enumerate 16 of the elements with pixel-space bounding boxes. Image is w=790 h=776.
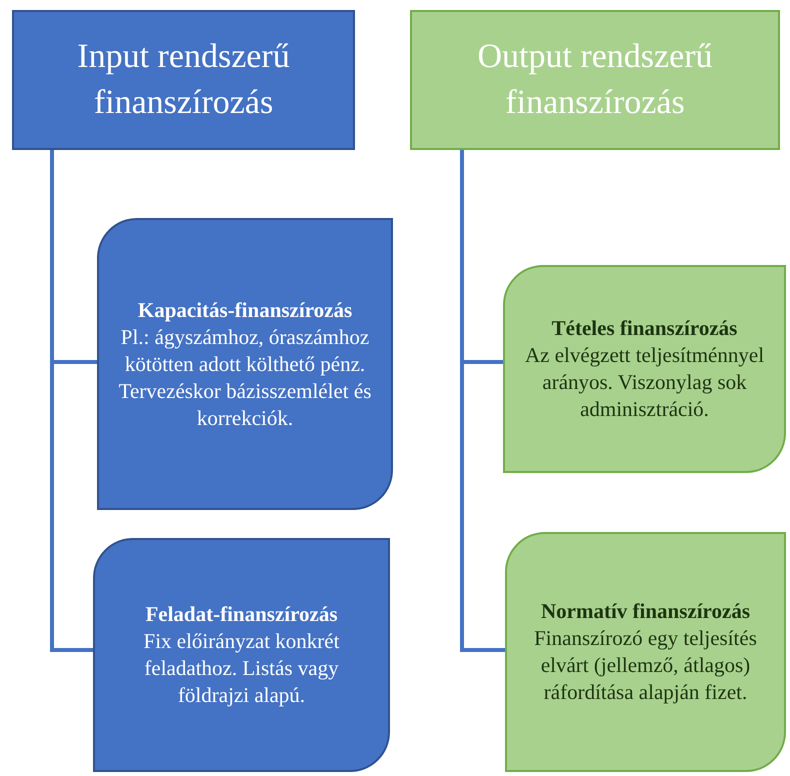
box-description: Pl.: ágyszámhoz, óraszámhoz kötötten adott költhető pénz. Tervezéskor bázisszemlélet és korrekciók. [118, 324, 372, 432]
header-box [12, 10, 355, 150]
box-title: Kapacitás-finanszírozás [138, 296, 352, 324]
box-description: Finanszírozó egy teljesítés elvárt (jellemző, átlagos) ráfordítása alapján fizet. [533, 625, 758, 706]
box-title: Normatív finanszírozás [540, 598, 750, 625]
content-box [97, 218, 393, 510]
header-title: Input rendszerű finanszírozás [76, 37, 291, 123]
header-box [410, 10, 780, 150]
box-title: Feladat-finanszírozás [145, 601, 338, 628]
content-box [93, 538, 390, 772]
box-title: Tételes finanszírozás [552, 315, 738, 342]
content-box [505, 532, 786, 772]
box-description: Fix előirányzat konkrét feladathoz. Listás vagy földrajzi alapú. [142, 628, 340, 709]
header-title: Output rendszerű finanszírozás [476, 37, 714, 123]
box-description: Az elvégzett teljesítménnyel arányos. Viszonylag sok adminisztráció. [524, 342, 766, 423]
content-box [503, 265, 786, 473]
